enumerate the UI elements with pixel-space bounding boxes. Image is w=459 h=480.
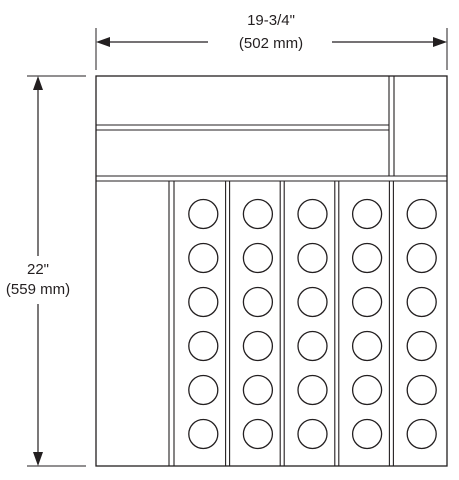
bottle-cutout-c4-r2 xyxy=(351,242,383,274)
bottle-cutout-c5-r2 xyxy=(406,242,437,274)
arrow-left-icon xyxy=(96,37,110,47)
cabinet-outline xyxy=(95,75,448,467)
width-dimension-line xyxy=(95,28,448,70)
height-metric-label: (559 mm) xyxy=(6,281,70,298)
drawer-columns xyxy=(188,181,437,466)
cabinet-body xyxy=(95,75,448,467)
bottle-cutout-c3-r4 xyxy=(297,330,328,362)
bottle-cutout-c2-r2 xyxy=(242,242,274,274)
width-metric-label: (502 mm) xyxy=(239,35,303,52)
bottle-cutout-c5-r4 xyxy=(406,330,437,362)
bottle-cutout-c3-r2 xyxy=(297,242,328,274)
bottle-cutout-c2-r6 xyxy=(242,418,274,450)
bottle-cutout-c4-r6 xyxy=(351,418,383,450)
width-imperial-label: 19-3/4" xyxy=(247,12,295,29)
bottle-cutout-c2-r5 xyxy=(242,374,274,406)
bottle-cutout-c1-r1 xyxy=(188,198,219,230)
bottle-cutout-c5-r1 xyxy=(406,198,437,230)
height-dimension-line xyxy=(27,75,86,467)
bottle-cutout-c4-r5 xyxy=(351,374,383,406)
bottle-cutout-c1-r6 xyxy=(188,418,219,450)
bottle-cutout-c3-r5 xyxy=(297,374,328,406)
bottle-cutout-c2-r4 xyxy=(242,330,274,362)
bottle-cutout-c4-r3 xyxy=(351,286,383,318)
bottle-cutout-c3-r1 xyxy=(297,198,328,230)
bottle-cutout-c2-r1 xyxy=(242,198,274,230)
arrow-right-icon xyxy=(433,37,447,47)
bottle-cutout-c3-r6 xyxy=(297,418,328,450)
arrow-up-icon xyxy=(33,76,43,90)
bottle-cutout-c5-r5 xyxy=(406,374,437,406)
bottle-cutout-c4-r1 xyxy=(351,198,383,230)
arrow-down-icon xyxy=(33,452,43,466)
bottle-cutout-c2-r3 xyxy=(242,286,274,318)
bottle-cutout-c3-r3 xyxy=(297,286,328,318)
bottle-cutout-c5-r3 xyxy=(406,286,437,318)
bottle-cutout-c1-r5 xyxy=(188,374,219,406)
bottle-cutout-c1-r4 xyxy=(188,330,219,362)
height-imperial-label: 22" xyxy=(27,261,49,278)
bottle-cutout-c1-r3 xyxy=(188,286,219,318)
bottle-cutout-c1-r2 xyxy=(188,242,219,274)
bottle-cutout-c4-r4 xyxy=(351,330,383,362)
bottle-cutout-c5-r6 xyxy=(406,418,437,450)
